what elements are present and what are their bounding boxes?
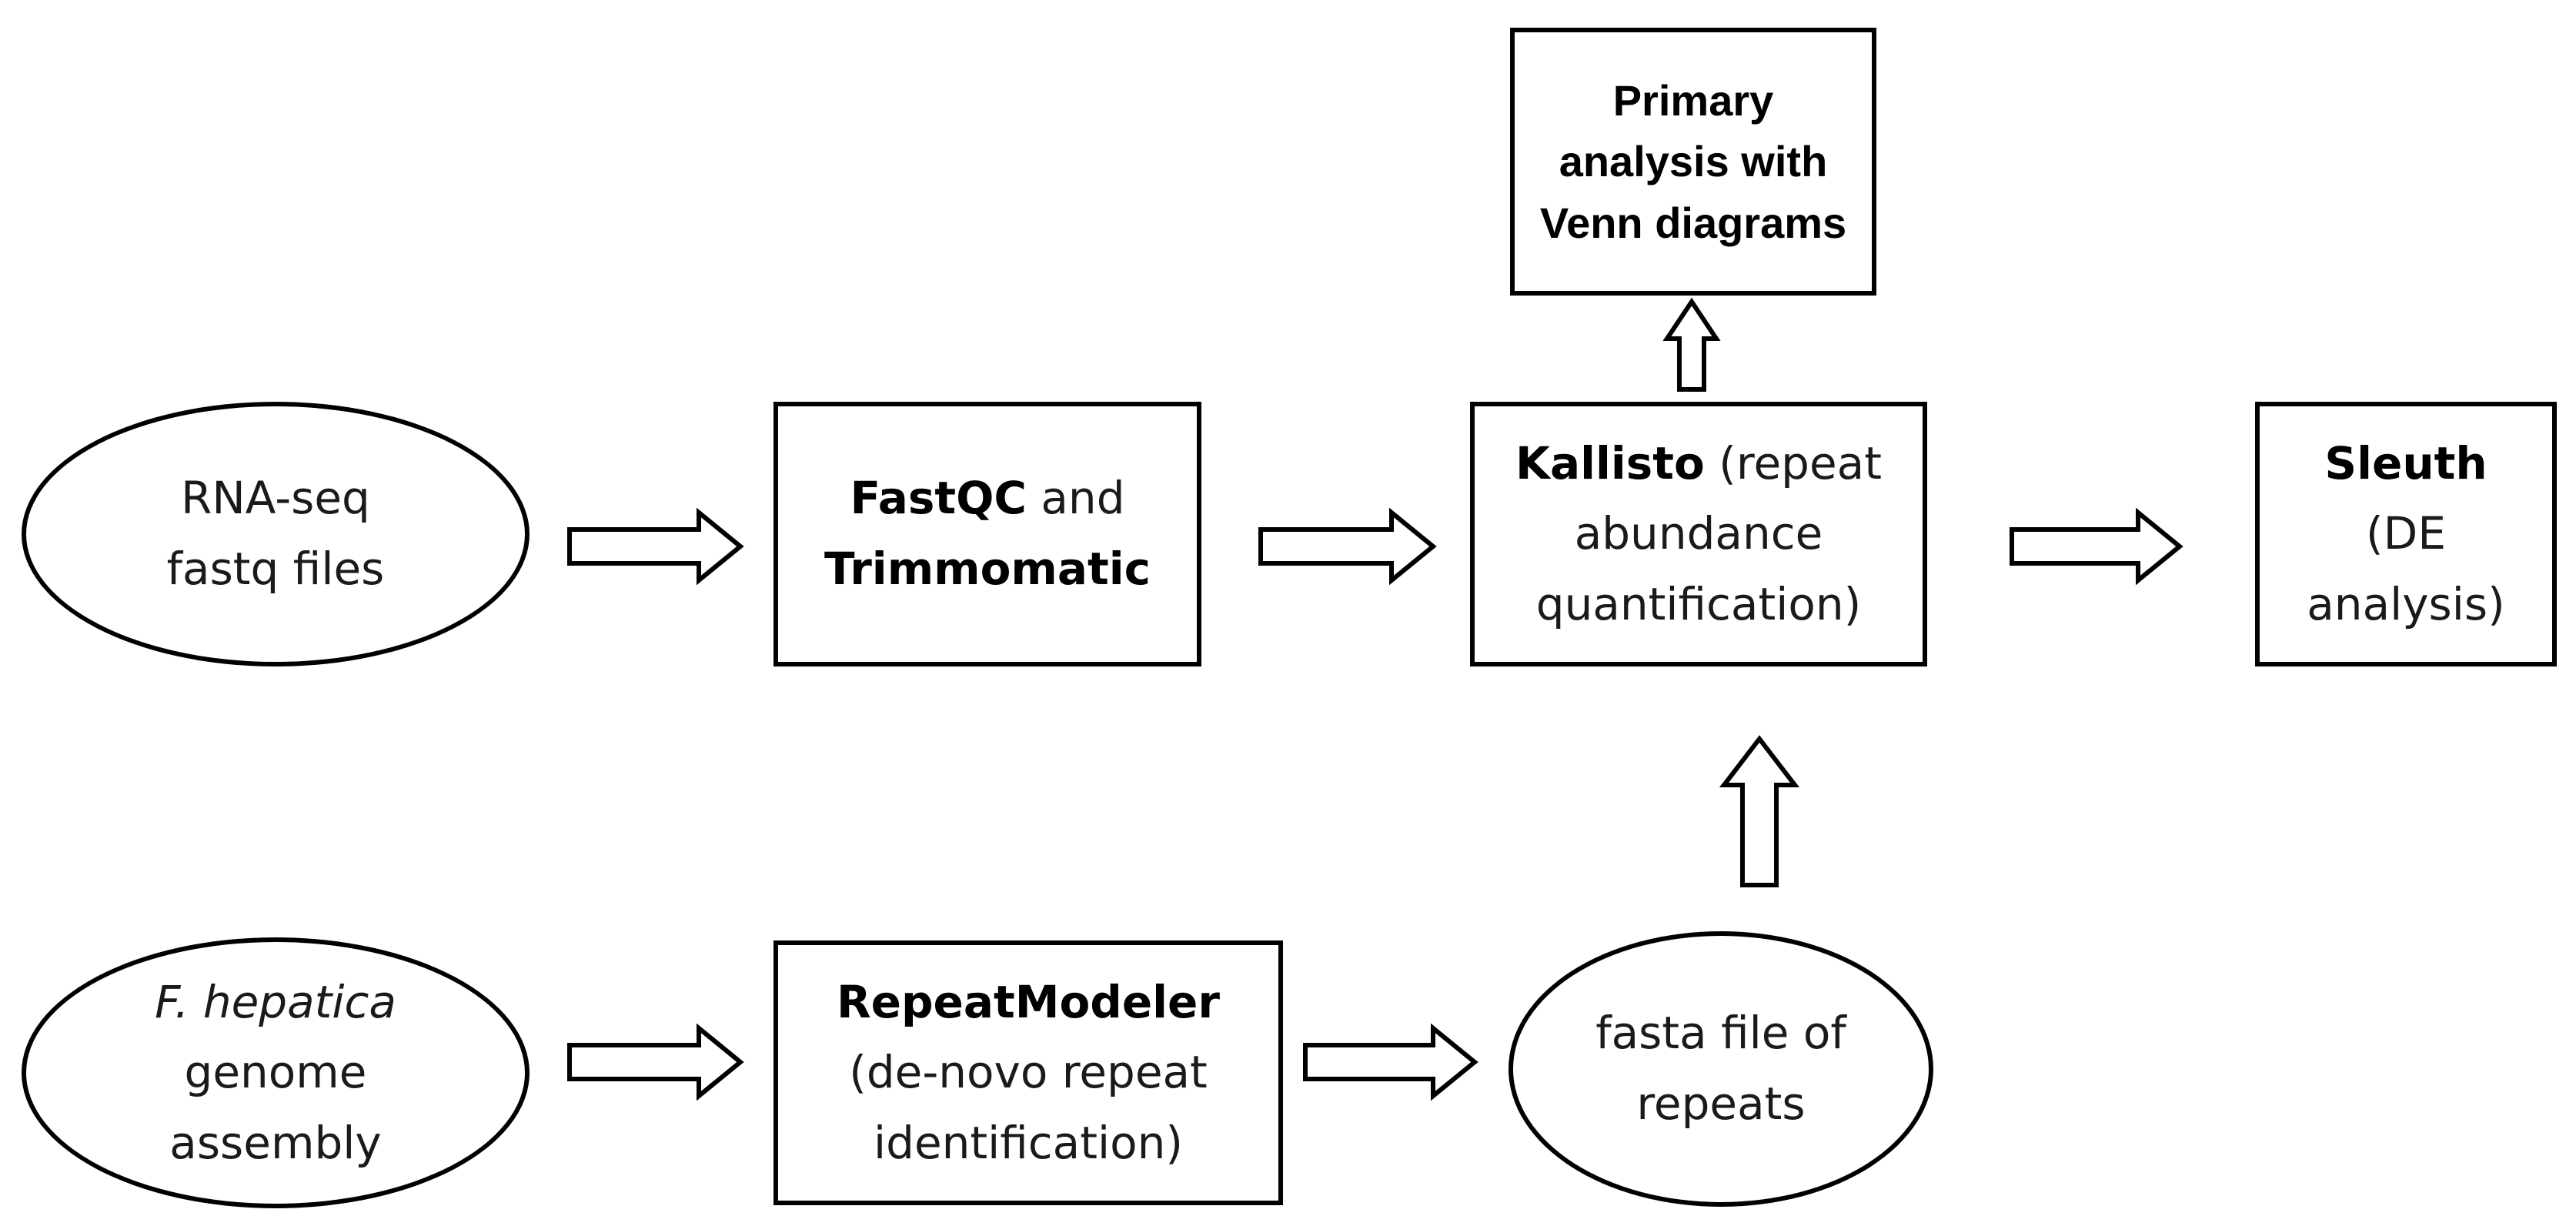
sleuth-line2: (DE xyxy=(2366,507,2446,560)
rnaseq-node: RNA-seq fastq files xyxy=(22,402,530,666)
rnaseq-line1: RNA-seq xyxy=(181,472,370,525)
kallisto-label: Kallisto xyxy=(1515,436,1705,489)
arrow-right-icon xyxy=(567,1023,744,1101)
genome-line3: assembly xyxy=(169,1116,382,1169)
genome-line2: genome xyxy=(184,1046,367,1099)
venn-analysis-node: Primary analysis with Venn diagrams xyxy=(1510,28,1876,296)
sleuth-line3: analysis) xyxy=(2307,577,2505,630)
arrow-right-icon xyxy=(1303,1023,1478,1101)
arrow-up-icon xyxy=(1719,735,1800,887)
fastqc-trimmomatic-node: FastQC and Trimmomatic xyxy=(773,402,1201,666)
fastqc-and: and xyxy=(1026,472,1125,525)
kallisto-rest: (repeat xyxy=(1704,436,1882,489)
arrow-right-icon xyxy=(1258,507,1437,586)
repeatmodeler-line3: identification) xyxy=(874,1116,1183,1169)
kallisto-line3: quantification) xyxy=(1535,577,1862,630)
genome-species: F. hepatica xyxy=(155,975,396,1028)
rnaseq-line2: fastq files xyxy=(166,543,385,595)
kallisto-line2: abundance xyxy=(1574,507,1823,560)
venn-line1: Primary xyxy=(1612,75,1774,125)
sleuth-node: Sleuth (DE analysis) xyxy=(2255,402,2557,666)
repeatmodeler-node: RepeatModeler (de-novo repeat identifica… xyxy=(773,940,1283,1205)
trimmomatic-label: Trimmomatic xyxy=(824,543,1151,595)
genome-assembly-node: F. hepatica genome assembly xyxy=(22,937,530,1208)
fastqc-label: FastQC xyxy=(850,472,1027,525)
venn-line3: Venn diagrams xyxy=(1539,198,1847,247)
sleuth-label: Sleuth xyxy=(2324,436,2487,489)
fasta-line1: fasta file of xyxy=(1595,1007,1846,1060)
fasta-repeats-node: fasta file of repeats xyxy=(1509,931,1933,1207)
arrow-right-icon xyxy=(567,507,744,586)
repeatmodeler-line2: (de-novo repeat xyxy=(849,1046,1208,1099)
repeatmodeler-label: RepeatModeler xyxy=(837,975,1220,1028)
venn-line2: analysis with xyxy=(1559,137,1828,186)
kallisto-node: Kallisto (repeat abundance quantificatio… xyxy=(1470,402,1927,666)
arrow-right-icon xyxy=(2010,507,2183,586)
fasta-line2: repeats xyxy=(1636,1077,1806,1130)
arrow-up-icon xyxy=(1662,297,1721,392)
